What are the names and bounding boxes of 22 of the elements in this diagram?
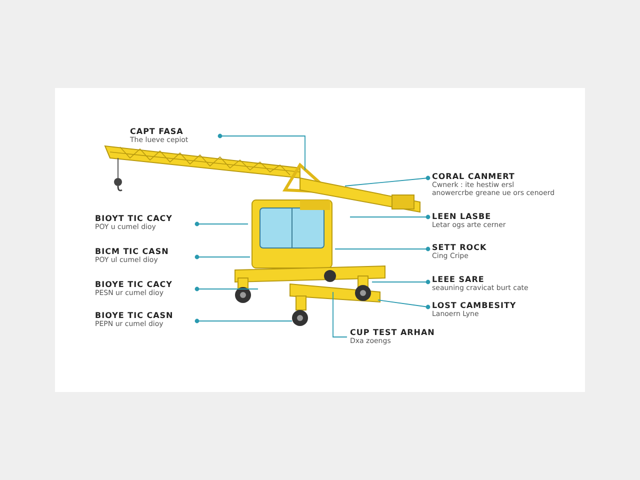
leader-line	[194, 222, 248, 226]
leader-line	[372, 280, 430, 284]
leader-line	[344, 176, 430, 186]
callout-heading: CORAL CANMERT	[432, 172, 516, 181]
callout-heading: BIOYE TIC CASN	[95, 311, 174, 320]
callout-heading: LEEE SARE	[432, 275, 486, 284]
leader-line	[332, 292, 348, 338]
callout-heading: CUP TEST ARHAN	[350, 328, 436, 337]
callout-heading: SETT ROCK	[432, 243, 488, 252]
leader-line	[218, 134, 306, 170]
leader-line	[194, 286, 258, 292]
callout-heading: LEEN LASBE	[432, 212, 492, 221]
callout-heading: BIOYT TIC CACY	[95, 214, 174, 223]
leader-line	[334, 246, 430, 252]
callout-heading: BICM TIC CASN	[95, 247, 170, 256]
leader-line	[378, 300, 430, 310]
callout-heading: BIOYE TIC CACY	[95, 280, 174, 289]
callout-heading: CAPT FASA	[130, 127, 184, 136]
leader-line	[350, 214, 430, 220]
leader-line	[194, 318, 292, 324]
leader-line	[194, 254, 250, 260]
callout-heading: LOST CAMBESITY	[432, 301, 518, 310]
